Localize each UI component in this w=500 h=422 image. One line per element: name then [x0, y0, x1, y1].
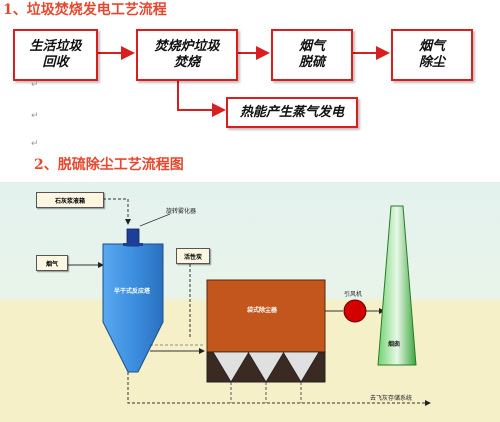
box-line: 除尘 [418, 55, 445, 70]
box-line: 烟气 [418, 39, 445, 54]
box-line: 烟气 [298, 39, 325, 54]
box-label: 热能产生蒸气发电 [239, 104, 344, 120]
bag-filter-label: 袋式除尘器 [247, 307, 278, 314]
atomizer-pointer [139, 213, 171, 227]
filter-hopper [212, 351, 250, 383]
fly-ash-storage-label: 去飞灰存储系统 [370, 395, 413, 402]
box-line: 焚烧 [173, 55, 200, 70]
box-line: 焚烧炉垃圾 [154, 39, 220, 54]
lime-slurry-tank-label: 石灰浆液箱 [36, 192, 104, 208]
flue-gas-label: 烟气 [36, 255, 68, 271]
section-1-heading: 1、垃圾焚烧发电工艺流程 [3, 2, 167, 18]
chimney [377, 205, 417, 366]
reactor-tower [102, 243, 164, 373]
box-line: 生活垃圾 [29, 39, 82, 54]
filter-hopper [247, 351, 285, 383]
process-flow-arrows [97, 46, 390, 117]
section-2-heading: 2、脱硫除尘工艺流程图 [34, 157, 184, 173]
domestic-waste-collection-box: 生活垃圾 回收 [13, 29, 98, 81]
steam-power-generation-box: 热能产生蒸气发电 [226, 97, 358, 128]
activated-carbon-label: 活性炭 [176, 248, 210, 264]
filter-hopper [282, 351, 320, 383]
arrow-incinerate-to-power [177, 81, 226, 117]
return-mark: ↵ [31, 111, 39, 121]
bag-filter-body [206, 279, 326, 353]
reactor-label: 半干式反应塔 [114, 288, 151, 295]
fan-label: 引风机 [344, 291, 363, 298]
box-line: 回收 [42, 55, 69, 70]
flue-gas-dedusting-box: 烟气 除尘 [391, 29, 473, 81]
atomizer-label: 旋转雾化器 [166, 208, 197, 215]
fly-ash-line [127, 372, 431, 406]
chimney-label: 烟囱 [388, 341, 401, 348]
lime-slurry-line [103, 198, 131, 225]
incinerator-box: 焚烧炉垃圾 焚烧 [136, 29, 238, 81]
induced-draft-fan [343, 299, 367, 323]
return-mark: ↵ [31, 139, 39, 149]
return-mark: ↵ [31, 80, 39, 90]
box-line: 脱硫 [298, 55, 325, 70]
flue-gas-desulfurization-box: 烟气 脱硫 [271, 29, 353, 81]
